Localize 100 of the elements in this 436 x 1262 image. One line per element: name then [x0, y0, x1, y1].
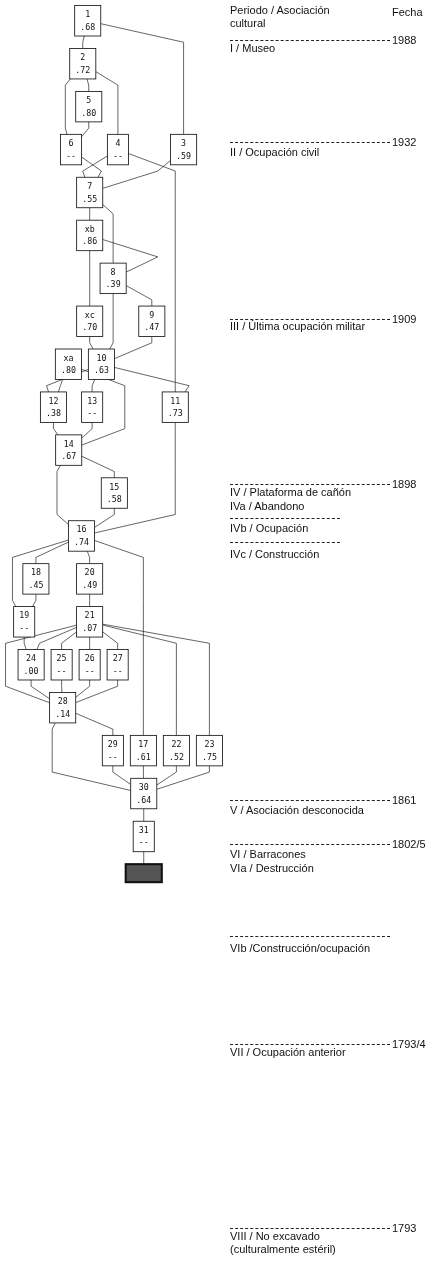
node-box: 22 .52	[162, 734, 190, 767]
node-box: 14 .67	[55, 434, 83, 466]
connector	[61, 679, 63, 693]
connector	[89, 336, 94, 350]
connector	[95, 71, 119, 135]
date-label: 1793/4	[392, 1038, 426, 1051]
period-label: VIa / Destrucción	[230, 862, 314, 875]
node-box: 31 --	[132, 820, 155, 853]
connector	[102, 631, 118, 650]
connector	[89, 250, 91, 307]
node-box: 30 .64	[130, 777, 158, 810]
date-label: 1898	[392, 478, 417, 491]
node-box: 3 .59	[170, 133, 198, 166]
connector	[94, 422, 176, 534]
date-label: 1988	[392, 34, 417, 47]
node-box: 4 --	[106, 133, 129, 166]
node-box: xa .80	[54, 348, 82, 380]
connector	[91, 379, 96, 393]
connector	[30, 679, 50, 700]
connector	[81, 156, 102, 178]
connector	[128, 153, 176, 393]
node-box: 10 .63	[87, 348, 115, 380]
connector	[109, 293, 114, 350]
date-label: 1932	[392, 136, 417, 149]
node-box: 17 .61	[129, 734, 157, 767]
node-box: 29 --	[101, 734, 124, 767]
node-box: 25 --	[50, 649, 73, 681]
node-box: 6 --	[60, 133, 82, 166]
connector	[36, 627, 77, 650]
node-box: 18 .45	[22, 563, 50, 595]
node-box: 7 .55	[76, 176, 104, 209]
node-box: xc .70	[76, 305, 104, 337]
connector	[81, 121, 90, 138]
connector	[114, 336, 153, 359]
date-label: 1802/5	[392, 838, 426, 851]
period-label: II / Ocupación civil	[230, 146, 320, 159]
connector	[61, 631, 77, 650]
node-box: 15 .58	[100, 477, 128, 509]
connector	[89, 636, 90, 650]
connector	[51, 722, 132, 791]
connector	[102, 160, 171, 189]
connector	[102, 623, 210, 736]
node-box: 16 .74	[68, 520, 95, 552]
connector	[114, 367, 190, 393]
node-box: 1 .68	[74, 5, 102, 37]
date-label: 1861	[392, 794, 417, 807]
period-label: VIII / No excavado (culturalmente estéril)	[230, 1230, 337, 1256]
connector	[156, 765, 177, 786]
connector	[81, 422, 93, 439]
period-label: IVa / Abandono	[230, 500, 305, 513]
connector	[82, 155, 108, 178]
connector	[112, 765, 132, 785]
date-label: 1909	[392, 313, 417, 326]
connector	[143, 765, 144, 779]
connector	[81, 455, 115, 479]
connector	[156, 765, 210, 790]
connector	[53, 422, 59, 436]
node-box: 28 .14	[49, 692, 77, 724]
node-box: 13 --	[81, 391, 104, 423]
connector	[143, 851, 145, 865]
connector	[100, 23, 184, 135]
connector	[23, 636, 27, 650]
node-box: 27 --	[106, 649, 129, 681]
connector	[86, 550, 90, 564]
connector	[64, 78, 71, 135]
period-label: I / Museo	[230, 42, 276, 55]
connector	[75, 679, 118, 703]
node-box: 24 .00	[17, 649, 45, 681]
date-label: 1793	[392, 1222, 417, 1235]
period-label: VIb /Construcción/ocupación	[230, 942, 371, 955]
connector	[58, 379, 64, 393]
connector	[82, 35, 85, 49]
connector	[125, 285, 153, 307]
connector	[86, 78, 90, 92]
period-label: VII / Ocupación anterior	[230, 1046, 346, 1059]
node-box: 23 .75	[195, 734, 223, 767]
connector	[35, 541, 69, 564]
period-label: IVb / Ocupación	[230, 522, 309, 535]
node-box: 21 .07	[76, 606, 104, 638]
connector	[143, 808, 145, 822]
node-box: 20 .49	[76, 563, 104, 595]
connector	[89, 207, 91, 221]
column-header: Fecha	[392, 6, 423, 19]
node-box: 12 .38	[40, 391, 67, 423]
connector	[102, 204, 114, 264]
node-box: 26 --	[78, 649, 101, 681]
node-box: 8 .39	[99, 262, 127, 294]
period-label: V / Asociación desconocida	[230, 804, 364, 817]
node-box: 9 .47	[138, 305, 166, 337]
period-label: IV / Plataforma de cañón	[230, 486, 352, 499]
column-header: Periodo / Asociación cultural	[230, 4, 331, 30]
node-box	[124, 863, 163, 884]
period-label: III / Última ocupación militar	[230, 320, 366, 333]
node-box: 2 .72	[69, 48, 97, 80]
connector	[32, 593, 37, 607]
connector	[12, 539, 69, 607]
connector	[94, 507, 115, 528]
connector	[94, 540, 144, 736]
node-box: 5 .80	[75, 91, 103, 123]
period-label: IVc / Construcción	[230, 548, 320, 561]
